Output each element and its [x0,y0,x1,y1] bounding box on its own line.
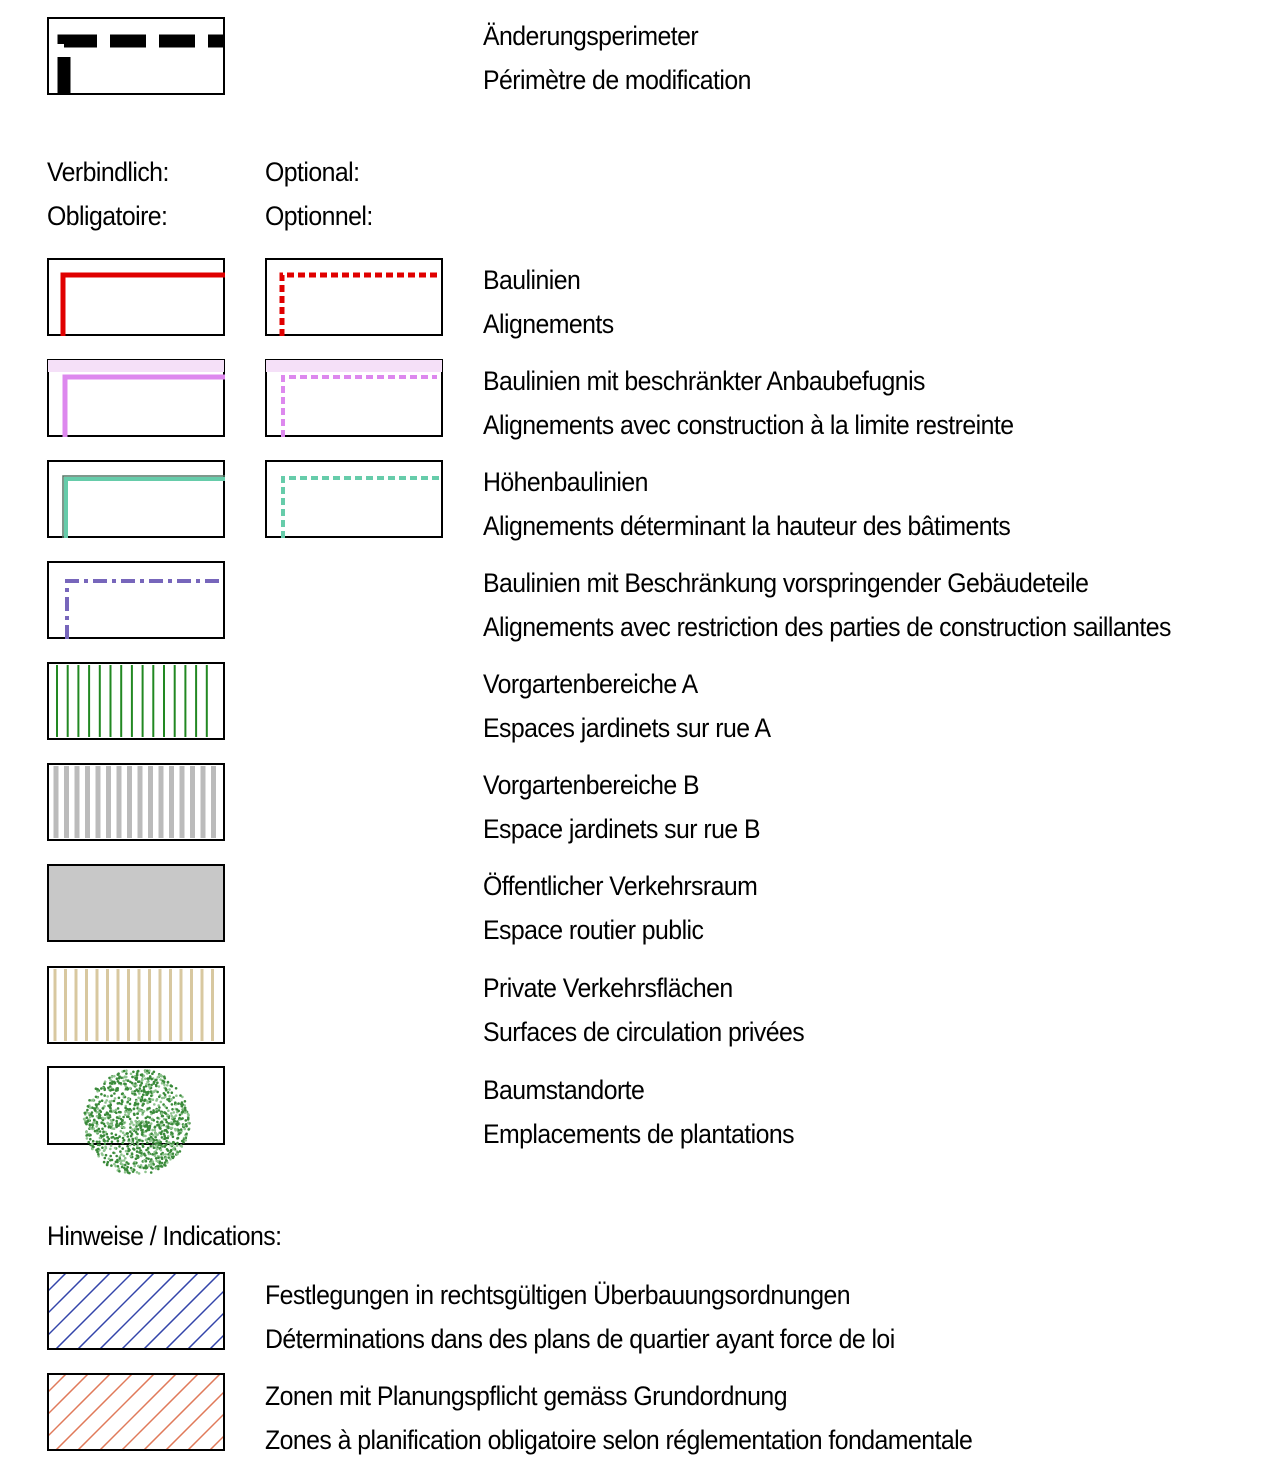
notes-heading: Hinweise / Indications: [47,1221,282,1251]
baumstandorte-label: Baumstandorte Emplacements de plantation… [483,1068,795,1156]
baulinien-vorspringend-label-fr: Alignements avec restriction des parties… [483,612,1171,642]
private-verkehrsflaechen-symbol [47,966,225,1044]
binding-label-de: Verbindlich: [47,157,169,187]
baumstandorte-symbol [47,1066,227,1175]
optional-label-de: Optional: [265,157,360,187]
column-header-optional: Optional: Optionnel: [265,150,373,238]
hoehenbaulinien-binding-symbol [47,460,225,538]
baulinien-label: Baulinien Alignements [483,258,614,346]
optional-label-fr: Optionnel: [265,201,373,231]
verkehrsraum-label-fr: Espace routier public [483,915,704,945]
vorgarten-b-label-de: Vorgartenbereiche B [483,770,700,800]
private-verkehrsflaechen-label-fr: Surfaces de circulation privées [483,1017,805,1047]
ueberbauungsordnungen-symbol [47,1272,225,1350]
baulinien-vorspringend-label-de: Baulinien mit Beschränkung vorspringende… [483,568,1089,598]
vorgarten-b-label-fr: Espace jardinets sur rue B [483,814,761,844]
hoehenbaulinien-label: Höhenbaulinien Alignements déterminant l… [483,460,1011,548]
planungspflicht-label: Zonen mit Planungspflicht gemäss Grundor… [265,1374,973,1462]
baulinien-vorspringend-binding-symbol [47,561,225,639]
baulinien-beschraenkt-label-fr: Alignements avec construction à la limit… [483,410,1014,440]
baumstandorte-label-de: Baumstandorte [483,1075,645,1105]
baulinien-label-de: Baulinien [483,265,581,295]
ueberbauungsordnungen-label-de: Festlegungen in rechtsgültigen Überbauun… [265,1280,851,1310]
hoehenbaulinien-optional-symbol [265,460,443,538]
column-header-binding: Verbindlich: Obligatoire: [47,150,169,238]
baulinien-vorspringend-label: Baulinien mit Beschränkung vorspringende… [483,561,1171,649]
perimeter-label-de: Änderungsperimeter [483,21,699,51]
hoehenbaulinien-label-fr: Alignements déterminant la hauteur des b… [483,511,1011,541]
verkehrsraum-label-de: Öffentlicher Verkehrsraum [483,871,758,901]
baulinien-beschraenkt-optional-symbol [265,359,443,437]
vorgarten-a-label-fr: Espaces jardinets sur rue A [483,713,771,743]
perimeter-label: Änderungsperimeter Périmètre de modifica… [483,14,751,102]
baulinien-beschraenkt-label: Baulinien mit beschränkter Anbaubefugnis… [483,359,1014,447]
baulinien-label-fr: Alignements [483,309,614,339]
verkehrsraum-label: Öffentlicher Verkehrsraum Espace routier… [483,864,758,952]
private-verkehrsflaechen-label: Private Verkehrsflächen Surfaces de circ… [483,966,805,1054]
vorgarten-a-label-de: Vorgartenbereiche A [483,669,698,699]
planungspflicht-label-de: Zonen mit Planungspflicht gemäss Grundor… [265,1381,788,1411]
vorgarten-b-label: Vorgartenbereiche B Espace jardinets sur… [483,763,761,851]
perimeter-symbol [47,17,225,95]
planungspflicht-symbol [47,1373,225,1451]
vorgarten-b-symbol [47,763,225,841]
verkehrsraum-symbol [47,864,225,942]
ueberbauungsordnungen-label-fr: Déterminations dans des plans de quartie… [265,1324,895,1354]
baulinien-binding-symbol [47,258,225,336]
vorgarten-a-symbol [47,662,225,740]
binding-label-fr: Obligatoire: [47,201,168,231]
baumstandorte-label-fr: Emplacements de plantations [483,1119,795,1149]
baulinien-beschraenkt-label-de: Baulinien mit beschränkter Anbaubefugnis [483,366,925,396]
planungspflicht-label-fr: Zones à planification obligatoire selon … [265,1425,973,1455]
baulinien-beschraenkt-binding-symbol [47,359,225,437]
hoehenbaulinien-label-de: Höhenbaulinien [483,467,648,497]
ueberbauungsordnungen-label: Festlegungen in rechtsgültigen Überbauun… [265,1273,895,1361]
perimeter-label-fr: Périmètre de modification [483,65,751,95]
vorgarten-a-label: Vorgartenbereiche A Espaces jardinets su… [483,662,771,750]
baulinien-optional-symbol [265,258,443,336]
private-verkehrsflaechen-label-de: Private Verkehrsflächen [483,973,733,1003]
